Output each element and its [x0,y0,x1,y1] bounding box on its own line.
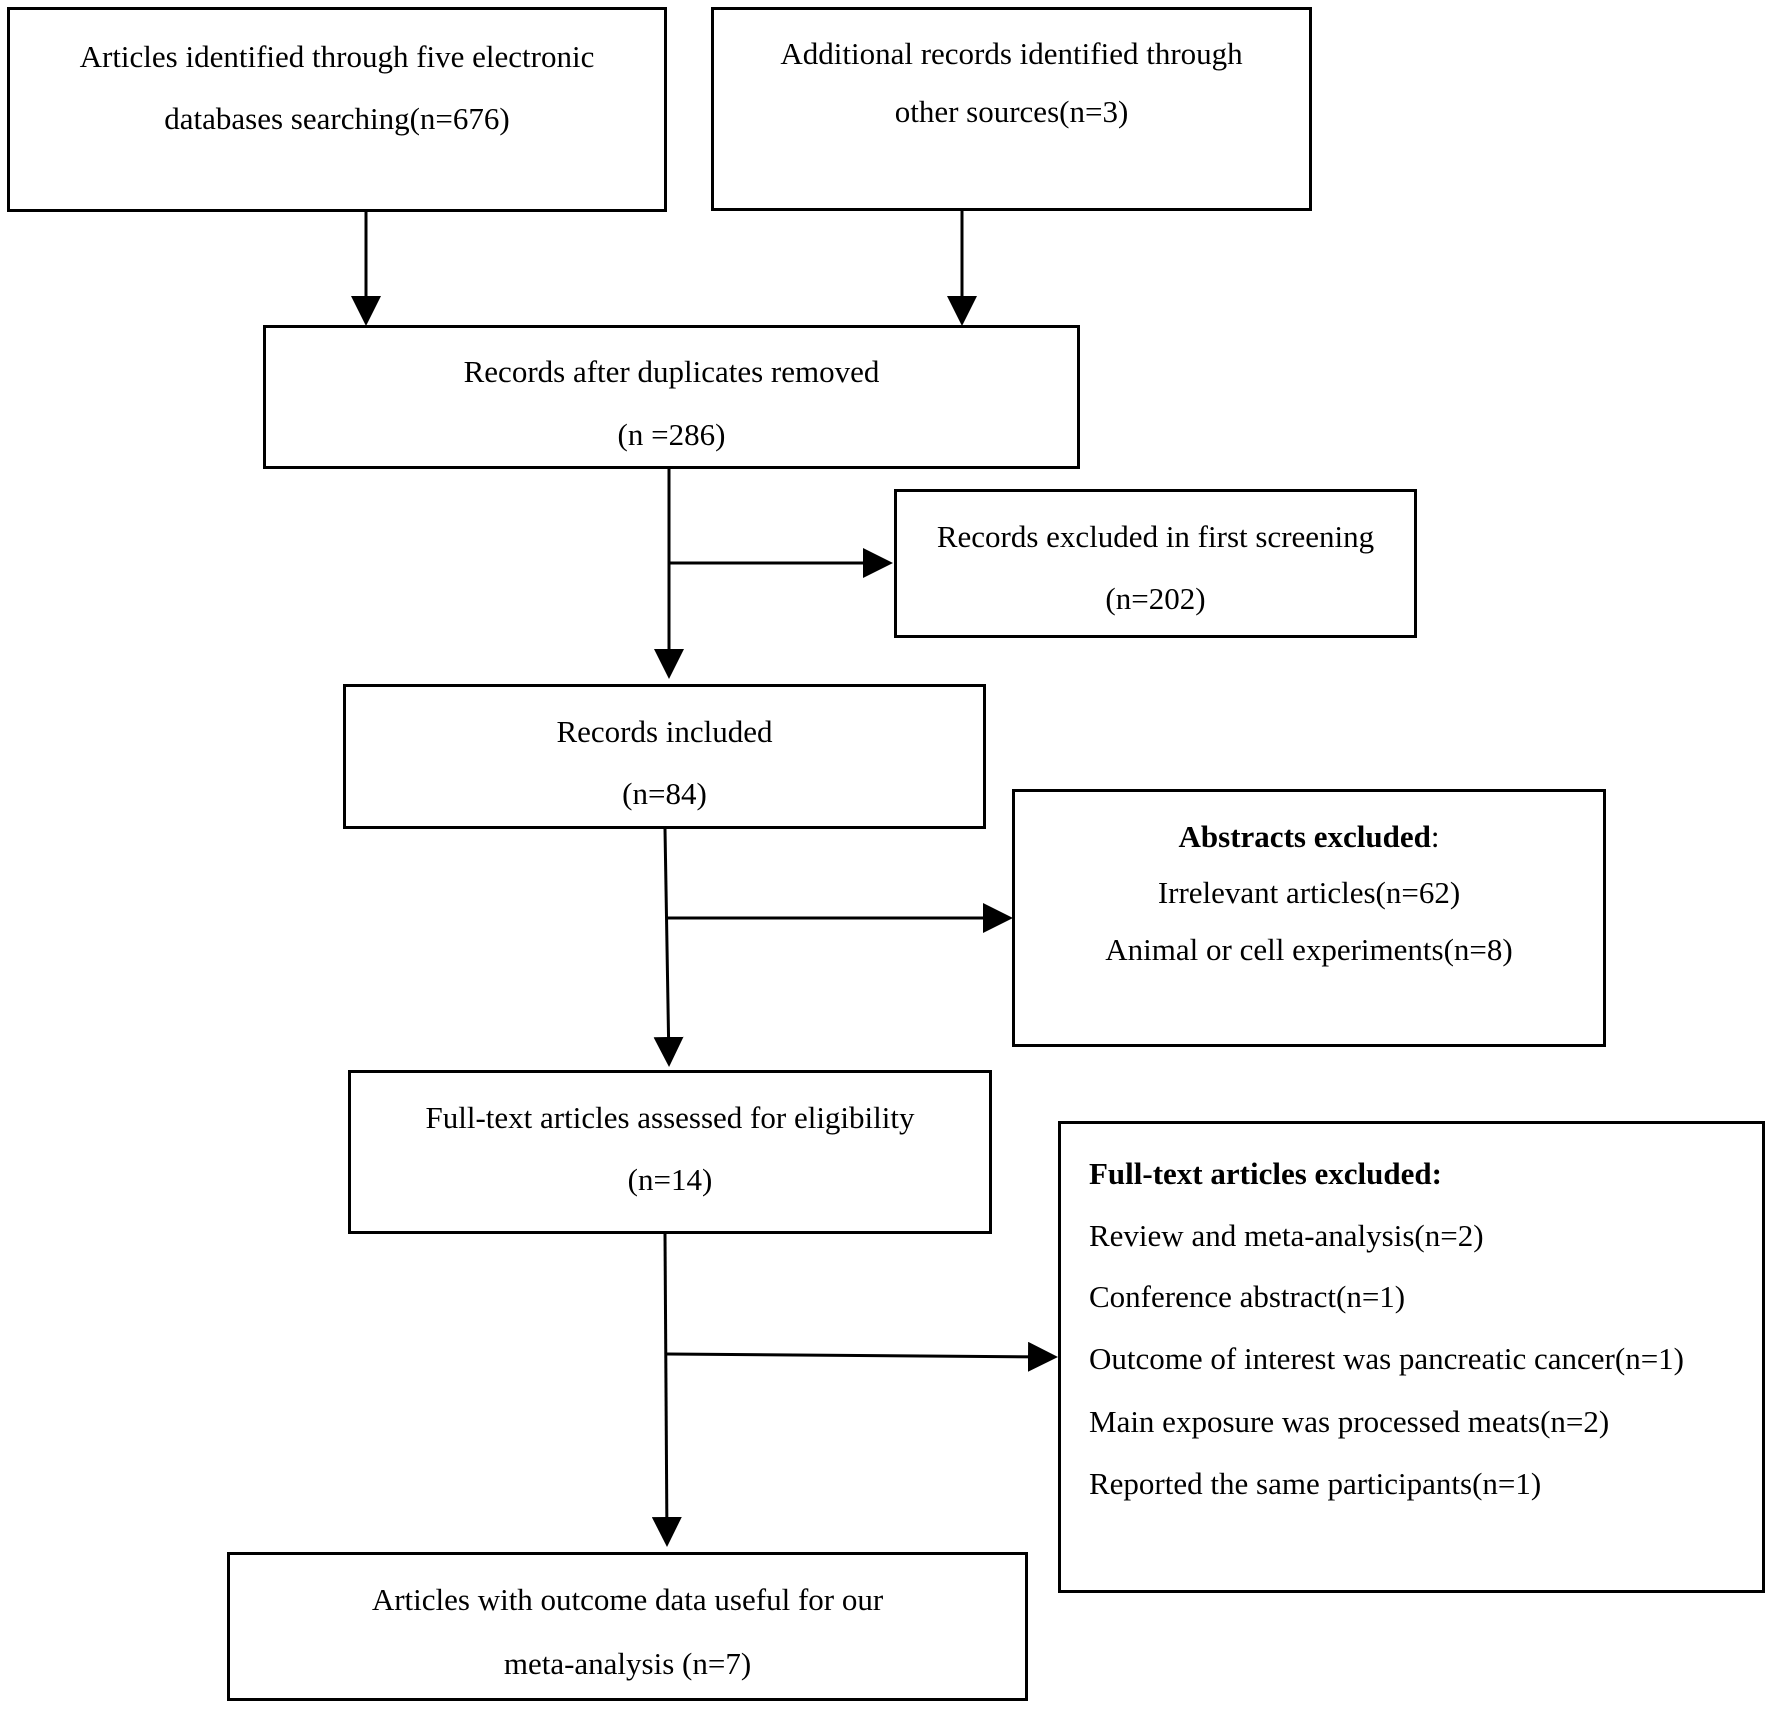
full-text-excluded-item: Conference abstract(n=1) [1089,1279,1406,1314]
additional-line-1: Additional records identified through [780,36,1243,71]
duplicates-line-1: Records after duplicates removed [463,354,880,389]
excluded-first-line-2: (n=202) [1105,581,1206,616]
abstracts-excluded-heading: Abstracts excluded: [1015,819,1603,855]
arrow-to-full-text-excluded [666,1341,1058,1372]
excluded-first-line-1: Records excluded in first screening [936,519,1375,554]
identified-line-2: databases searching(n=676) [164,101,510,136]
full-text-assessed-line-1: Full-text articles assessed for eligibil… [425,1100,915,1135]
final-articles-box: Articles with outcome data useful for ou… [227,1552,1028,1701]
full-text-excluded-item: Reported the same participants(n=1) [1089,1466,1542,1501]
identified-box: Articles identified through five electro… [7,7,667,212]
duplicates-line-2: (n =286) [617,417,726,452]
full-text-assessed-line-2: (n=14) [627,1162,713,1197]
duplicates-removed-box: Records after duplicates removed (n =286… [263,325,1080,469]
full-text-excluded-heading: Full-text articles excluded: [1089,1156,1442,1191]
full-text-excluded-box: Full-text articles excluded: Review and … [1058,1121,1765,1593]
arrow-included-to-full-text [653,828,684,1067]
included-line-2: (n=84) [622,776,707,811]
full-text-assessed-box: Full-text articles assessed for eligibil… [348,1070,992,1234]
abstracts-excluded-heading-text: Abstracts excluded [1178,819,1431,854]
additional-records-box: Additional records identified through ot… [711,7,1312,211]
abstracts-excluded-item: Irrelevant articles(n=62) [1157,875,1461,910]
final-line-2: meta-analysis (n=7) [503,1646,752,1681]
included-line-1: Records included [556,714,773,749]
excluded-first-screening-box: Records excluded in first screening (n=2… [894,489,1417,638]
abstracts-excluded-box: Abstracts excluded: Irrelevant articles(… [1012,789,1606,1047]
additional-line-2: other sources(n=3) [894,94,1129,129]
full-text-excluded-item: Review and meta-analysis(n=2) [1089,1218,1484,1253]
abstracts-excluded-heading-colon: : [1430,819,1440,854]
records-included-box: Records included (n=84) [343,684,986,829]
abstracts-excluded-item: Animal or cell experiments(n=8) [1105,932,1513,967]
identified-line-1: Articles identified through five electro… [79,39,595,74]
full-text-excluded-item: Outcome of interest was pancreatic cance… [1089,1341,1684,1376]
full-text-excluded-item: Main exposure was processed meats(n=2) [1089,1404,1610,1439]
arrow-full-text-to-final [651,1233,682,1547]
final-line-1: Articles with outcome data useful for ou… [371,1582,884,1617]
